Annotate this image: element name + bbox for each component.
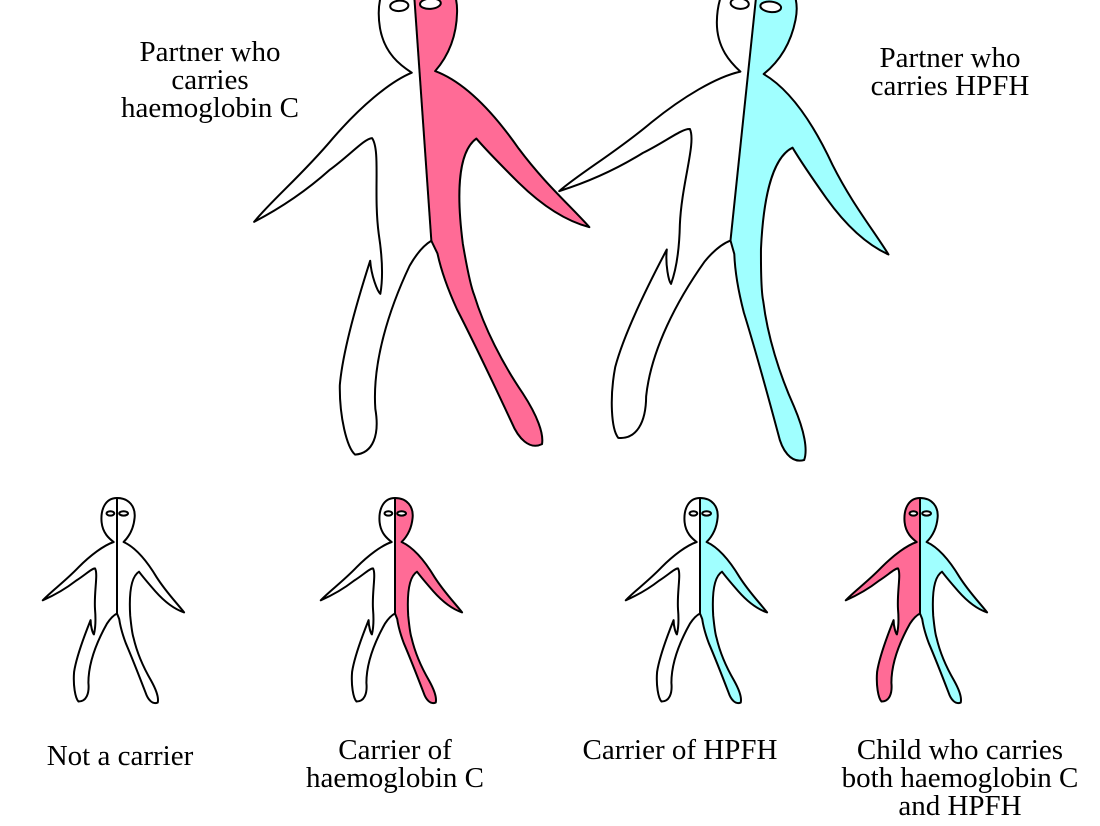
figure-left-half [321,498,395,702]
figure-eye-right [119,511,128,515]
child-label-carrier-haemoglobin-c: Carrier of haemoglobin C [280,736,510,792]
figure-left-half [534,0,759,447]
figure-eye-left [910,511,918,515]
label-line: Not a carrier [10,742,230,770]
child-figure-not-carrier [43,498,184,703]
label-line: haemoglobin C [100,94,320,122]
label-line: Carrier of [280,736,510,764]
label-line: Partner who [100,38,320,66]
label-line: carries [100,66,320,94]
parent-label-haemoglobin-c: Partner who carries haemoglobin C [100,38,320,122]
figure-left-half [43,498,117,702]
label-line: haemoglobin C [280,764,510,792]
parent-label-hpfh: Partner who carries HPFH [830,44,1070,100]
label-line: carries HPFH [830,72,1070,100]
label-line: Child who carries [825,736,1095,764]
child-label-carrier-hpfh: Carrier of HPFH [560,736,800,764]
figure-left-half [846,498,920,702]
figure-eye-right [397,511,406,515]
label-line: both haemoglobin C [825,764,1095,792]
child-label-not-carrier: Not a carrier [10,742,230,770]
label-line: and HPFH [825,792,1095,820]
label-line: Carrier of HPFH [560,736,800,764]
child-figure-carrier-haemoglobin-c [321,498,462,703]
figure-eye-right [702,511,711,515]
figure-right-half [412,0,604,452]
figure-eye-left [690,511,698,515]
figure-eye-right [922,511,931,515]
figure-eye-left [107,511,115,515]
figure-eye-left [390,0,409,12]
figure-left-half [626,498,700,702]
child-figure-both [846,498,987,703]
figure-eye-left [385,511,393,515]
child-figure-carrier-hpfh [626,498,767,703]
label-line: Partner who [830,44,1070,72]
child-label-both: Child who carries both haemoglobin C and… [825,736,1095,820]
